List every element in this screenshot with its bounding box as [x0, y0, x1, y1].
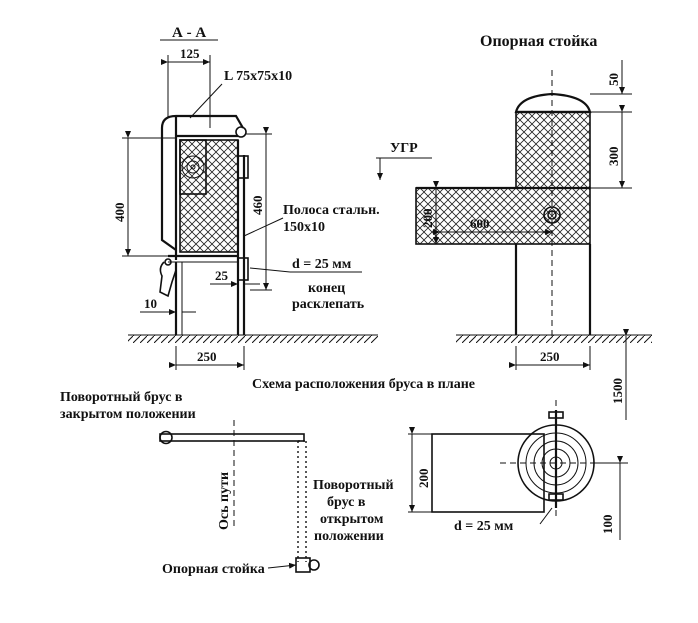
- dim-250-right: 250: [540, 349, 560, 364]
- dim-1500: 1500: [610, 378, 625, 404]
- plan-scheme: Схема расположения бруса в плане Поворот…: [60, 377, 475, 577]
- section-a-a: А - А 125 L 75х75х10: [112, 25, 380, 370]
- beam-bolt-label: d = 25 мм: [454, 519, 514, 534]
- dim-10: 10: [144, 296, 157, 311]
- closed-label-1: Поворотный брус в: [60, 390, 183, 405]
- strip-label-2: 150х10: [283, 220, 325, 235]
- dim-200: 200: [420, 209, 435, 229]
- end-label-1: конец: [308, 281, 345, 296]
- open-label-2: брус в: [327, 495, 366, 510]
- beam-plan-detail: 200 d = 25 мм 100: [408, 400, 628, 540]
- post-title: Опорная стойка: [480, 33, 597, 50]
- angle-label: L 75х75х10: [224, 69, 292, 84]
- closed-label-2: закрытом положении: [60, 407, 196, 422]
- plan-title: Схема расположения бруса в плане: [252, 377, 475, 392]
- bolt-label: d = 25 мм: [292, 257, 352, 272]
- dim-25: 25: [215, 268, 229, 283]
- dim-600: 600: [470, 216, 490, 231]
- ugr-label: УГР: [390, 141, 418, 156]
- open-label-4: положении: [314, 529, 384, 544]
- open-label-1: Поворотный: [313, 478, 394, 493]
- dim-460: 460: [250, 196, 265, 216]
- dim-125: 125: [180, 46, 200, 61]
- section-title: А - А: [172, 25, 206, 41]
- beam-dim-100: 100: [600, 515, 615, 535]
- beam-dim-200: 200: [416, 469, 431, 489]
- post-label: Опорная стойка: [162, 562, 265, 577]
- end-label-2: расклепать: [292, 297, 365, 312]
- dim-300: 300: [606, 147, 621, 167]
- strip-label-1: Полоса стальн.: [283, 203, 380, 218]
- dim-50: 50: [606, 73, 621, 86]
- axis-label: Ось пути: [217, 472, 232, 530]
- open-label-3: открытом: [320, 512, 384, 527]
- dim-250-left: 250: [197, 349, 217, 364]
- dim-400: 400: [112, 203, 127, 223]
- support-post-view: Опорная стойка 50 300 УГР 200: [376, 33, 652, 420]
